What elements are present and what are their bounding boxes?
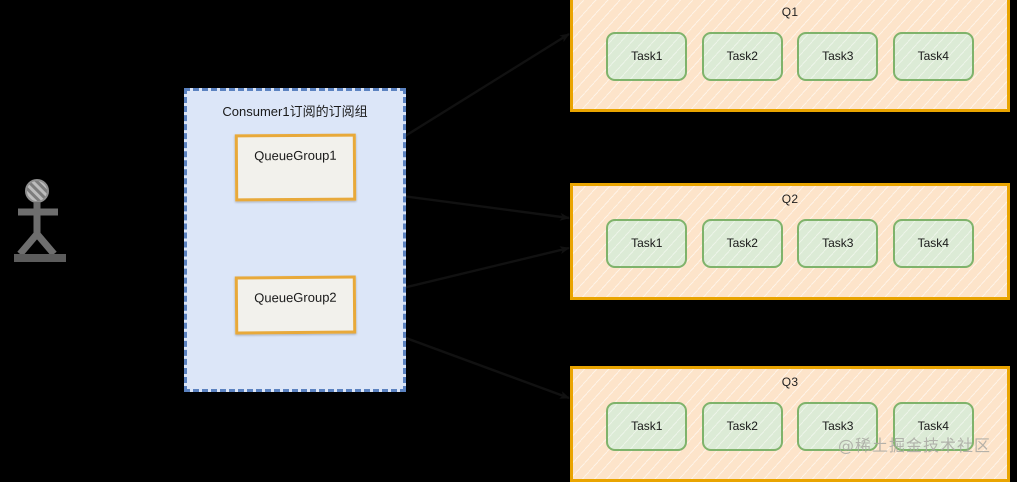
- task-label: Task2: [726, 49, 758, 63]
- queue-panel-q2-label: Q2: [781, 192, 799, 206]
- queue-panel-q3-label: Q3: [781, 375, 799, 389]
- queue-q2-task-list: Task1 Task2 Task3 Task4: [573, 218, 1007, 268]
- queue-panel-q1-label: Q1: [781, 5, 799, 19]
- task-label: Task1: [631, 419, 663, 433]
- task-label: Task1: [631, 236, 663, 250]
- queue-panel-q3: Q3 Task1 Task2 Task3 Task4: [570, 366, 1010, 482]
- task-box[interactable]: Task3: [797, 401, 879, 451]
- queue-panel-q2: Q2 Task1 Task2 Task3 Task4: [570, 183, 1010, 300]
- consumer-group-label: Consumer1订阅的订阅组: [222, 104, 368, 119]
- queue-group-2[interactable]: QueueGroup2: [234, 275, 357, 335]
- task-box[interactable]: Task1: [606, 31, 688, 81]
- queue-q1-task-list: Task1 Task2 Task3 Task4: [573, 31, 1007, 81]
- task-box[interactable]: Task3: [797, 218, 879, 268]
- task-box[interactable]: Task4: [892, 401, 974, 451]
- task-box[interactable]: Task4: [892, 218, 974, 268]
- queue-group-2-label: QueueGroup2: [254, 289, 337, 306]
- task-label: Task4: [917, 49, 949, 63]
- task-label: Task3: [822, 236, 854, 250]
- stick-figure-actor-icon: [14, 179, 66, 262]
- task-label: Task3: [822, 419, 854, 433]
- task-label: Task3: [822, 49, 854, 63]
- queue-group-1-label: QueueGroup1: [254, 147, 337, 164]
- queue-panel-q1: Q1 Task1 Task2 Task3 Task4: [570, 0, 1010, 112]
- task-label: Task1: [631, 49, 663, 63]
- task-box[interactable]: Task2: [701, 31, 783, 81]
- consumer-actor: [8, 176, 78, 266]
- task-box[interactable]: Task1: [606, 218, 688, 268]
- queue-q3-task-list: Task1 Task2 Task3 Task4: [573, 401, 1007, 451]
- queue-group-1[interactable]: QueueGroup1: [234, 133, 357, 202]
- task-box[interactable]: Task3: [797, 31, 879, 81]
- task-box[interactable]: Task2: [701, 218, 783, 268]
- task-label: Task4: [917, 419, 949, 433]
- task-box[interactable]: Task1: [606, 401, 688, 451]
- task-label: Task2: [726, 236, 758, 250]
- task-label: Task2: [726, 419, 758, 433]
- watermark: @稀土掘金技术社区: [838, 436, 992, 455]
- task-box[interactable]: Task4: [892, 31, 974, 81]
- task-box[interactable]: Task2: [701, 401, 783, 451]
- task-label: Task4: [917, 236, 949, 250]
